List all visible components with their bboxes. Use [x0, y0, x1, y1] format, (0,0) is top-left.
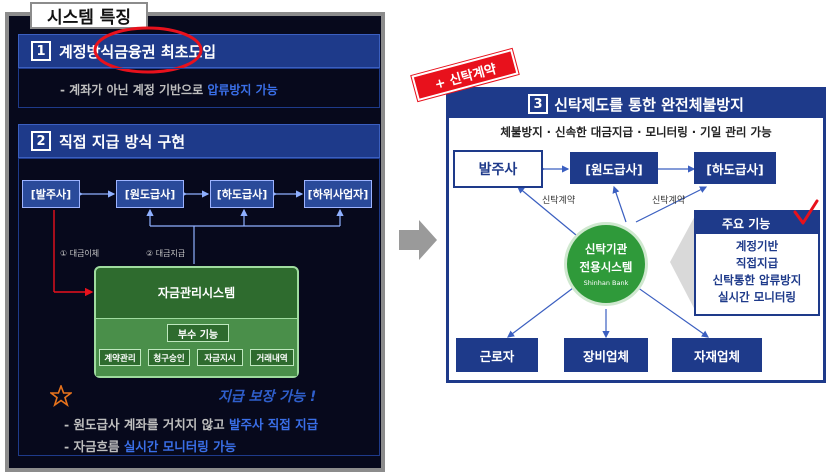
key-feature-item: 직접지급	[735, 256, 779, 270]
shinhan-logo: Shinhan Bank	[583, 279, 629, 287]
key-features-list: 계정기반 직접지급 신탁통한 압류방지 실시간 모니터링	[696, 238, 818, 306]
panel-title: 시스템 특징	[30, 2, 148, 29]
flow-prime-contractor: [원도급사]	[116, 180, 184, 208]
right-heading: 3 신탁제도를 통한 완전체불방지	[449, 90, 823, 118]
prime-contractor-box: [원도급사]	[570, 152, 658, 184]
red-circle-highlight	[93, 26, 203, 74]
section2-body	[18, 158, 380, 456]
star-icon	[50, 385, 72, 407]
section2-number: 2	[31, 131, 51, 151]
feature-transaction-history: 거래내역	[250, 349, 294, 366]
fund-management-system-title: 자금관리시스템	[157, 285, 236, 300]
bullet1-highlight: 발주사 직접 지급	[228, 417, 319, 432]
section1-heading: 1 계정방식 금융권 최초 도입	[18, 34, 380, 68]
key-feature-item: 신탁통한 압류방지	[712, 273, 802, 287]
section1-body	[18, 68, 380, 108]
feature-claim-approval: 청구승인	[148, 349, 190, 366]
trust-contract-label-left: 신탁계약	[542, 196, 576, 206]
feature-fund-instruction: 자금지시	[197, 349, 243, 366]
section1-number: 1	[31, 41, 51, 61]
subcontractor-box: [하도급사]	[694, 152, 776, 184]
section1-note-text: - 계좌가 아닌 계정 기반으로	[60, 83, 208, 97]
trust-contract-label-right: 신탁계약	[652, 196, 686, 206]
checkmark-icon	[793, 199, 819, 225]
materials-company-box: 자재업체	[672, 338, 762, 372]
big-arrow-icon	[399, 220, 437, 260]
right-flow-arrows	[507, 165, 709, 339]
equipment-company-box: 장비업체	[564, 338, 648, 372]
step1-label: ① 대금이체	[60, 249, 100, 258]
section2-heading: 2 직접 지급 방식 구현	[18, 124, 380, 158]
right-heading-text: 신탁제도를 통한 완전체불방지	[554, 95, 744, 114]
guarantee-text: 지급 보장 가능 !	[218, 389, 317, 405]
bullet2-text: - 자금흐름	[64, 439, 124, 454]
right-subtitle: 체불방지 · 신속한 대금지급 · 모니터링 · 기일 관리 가능	[500, 125, 772, 139]
step2-label: ② 대금지급	[146, 249, 186, 258]
right-number: 3	[528, 94, 549, 114]
trust-system-circle: 신탁기관 전용시스템 Shinhan Bank	[564, 222, 648, 306]
feature-contract-management: 계약관리	[99, 349, 141, 366]
sub-function-label: 부수 기능	[167, 324, 229, 342]
bullet1-text: - 원도급사 계좌를 거치지 않고	[64, 417, 229, 432]
section1-note-highlight: 압류방지 가능	[207, 83, 278, 97]
section1-heading-pre: 계정방식	[59, 42, 115, 61]
trust-line1: 신탁기관	[584, 242, 628, 256]
flow-subcontractor: [하도급사]	[210, 180, 274, 208]
key-feature-item: 계정기반	[735, 239, 779, 253]
callout-pointer	[670, 214, 696, 312]
trust-line2: 전용시스템	[579, 260, 633, 274]
section1-heading-circled: 금융권 최초	[114, 42, 189, 61]
flow-lower-tier-contractor: [하위사업자]	[304, 180, 372, 208]
key-features-heading: 주요 기능	[696, 212, 818, 234]
key-feature-item: 실시간 모니터링	[717, 290, 797, 304]
bullet-realtime-monitoring: - 자금흐름 실시간 모니터링 가능	[64, 436, 236, 455]
ordering-company-box: 발주사	[453, 150, 543, 188]
section1-heading-circled-wrap: 금융권 최초	[114, 41, 188, 62]
worker-box: 근로자	[456, 338, 538, 372]
left-flow-arrows	[53, 190, 344, 297]
section2-heading-text: 직접 지급 방식 구현	[59, 132, 186, 151]
section1-note: - 계좌가 아닌 계정 기반으로 압류방지 가능	[60, 81, 278, 98]
flow-ordering-company: [발주사]	[22, 180, 80, 208]
bullet-direct-payment: - 원도급사 계좌를 거치지 않고 발주사 직접 지급	[64, 414, 318, 433]
bullet2-highlight: 실시간 모니터링 가능	[123, 439, 237, 454]
